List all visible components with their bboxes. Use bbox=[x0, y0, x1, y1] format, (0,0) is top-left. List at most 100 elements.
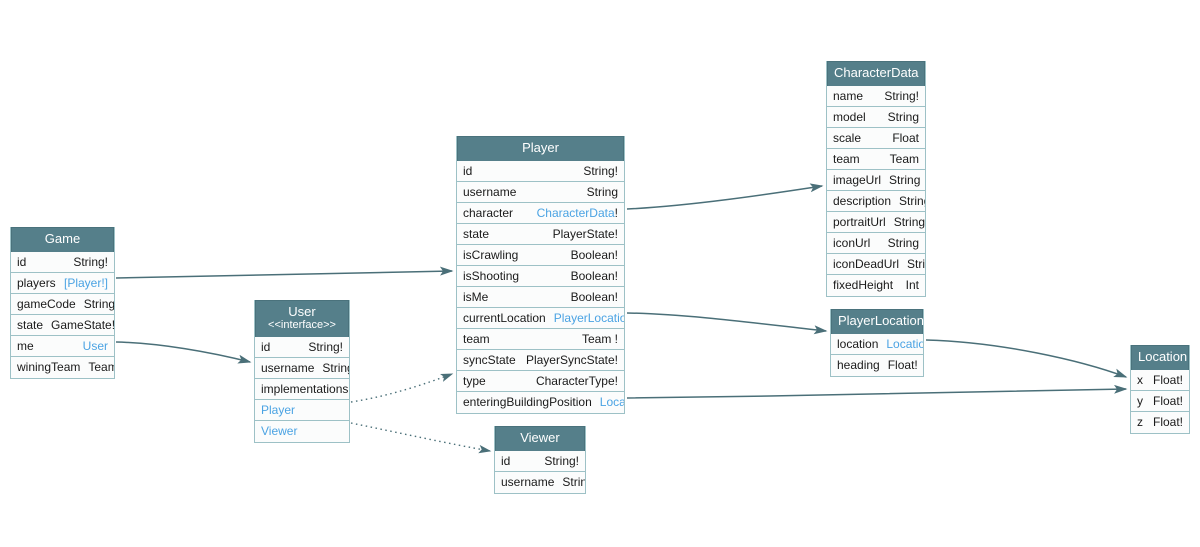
entity-name: User bbox=[288, 304, 316, 319]
field-name: state bbox=[17, 317, 44, 332]
field-row[interactable]: username String bbox=[495, 471, 585, 493]
field-name: y bbox=[1137, 393, 1143, 408]
field-type: String bbox=[562, 475, 585, 490]
entity-name: Game bbox=[44, 231, 81, 246]
field-row[interactable]: iconUrl String bbox=[827, 232, 925, 254]
field-type: Boolean! bbox=[570, 268, 618, 283]
field-name: imageUrl bbox=[833, 172, 882, 187]
edge-player-character-to-characterdata bbox=[626, 183, 824, 210]
field-type: String! bbox=[308, 339, 343, 354]
field-type: Location bbox=[599, 395, 624, 410]
field-name: fixedHeight bbox=[833, 278, 894, 293]
entity-stereotype: <<interface>> bbox=[268, 318, 336, 331]
field-type: Location! bbox=[886, 336, 923, 351]
field-type: String bbox=[887, 235, 919, 250]
implementation-row[interactable]: Viewer bbox=[255, 420, 349, 442]
field-type: String! bbox=[73, 254, 108, 269]
edge-playerlocation-location-to-location bbox=[925, 339, 1128, 378]
entity-title-user: User<<interface>> bbox=[255, 300, 349, 337]
implementations-header: implementations bbox=[255, 378, 349, 400]
field-name: username bbox=[261, 360, 315, 375]
entity-title-player: Player bbox=[457, 136, 624, 161]
field-type: GameState! bbox=[51, 317, 114, 332]
field-type: Team ! bbox=[581, 331, 618, 346]
field-type: Float! bbox=[887, 358, 918, 373]
field-name: username bbox=[463, 184, 517, 199]
field-type: CharacterType! bbox=[535, 373, 618, 388]
field-row[interactable]: model String bbox=[827, 106, 925, 128]
field-row[interactable]: heading Float! bbox=[831, 354, 923, 376]
implementation-row[interactable]: Player bbox=[255, 399, 349, 421]
entity-title-viewer: Viewer bbox=[495, 426, 585, 451]
entity-name: Viewer bbox=[520, 430, 560, 445]
field-type: String bbox=[907, 256, 925, 271]
field-row[interactable]: players[Player!] bbox=[11, 272, 114, 294]
entity-name: CharacterData bbox=[834, 65, 919, 80]
field-row[interactable]: id String! bbox=[255, 336, 349, 358]
field-type: String bbox=[899, 193, 925, 208]
field-row[interactable]: gameCodeString! bbox=[11, 293, 114, 315]
entity-user[interactable]: User<<interface>> id String! usernameString… bbox=[254, 300, 350, 443]
field-name: name bbox=[833, 88, 864, 103]
field-row[interactable]: state GameState! bbox=[11, 314, 114, 336]
field-name: model bbox=[833, 109, 866, 124]
field-name: location bbox=[837, 336, 879, 351]
field-name: state bbox=[463, 226, 490, 241]
implementation-link[interactable]: Player bbox=[261, 402, 296, 417]
field-type: Float! bbox=[1152, 372, 1183, 387]
field-name: isCrawling bbox=[463, 247, 519, 262]
field-row[interactable]: team Team ! bbox=[457, 328, 624, 350]
field-name: character bbox=[463, 205, 514, 220]
field-name: gameCode bbox=[17, 296, 76, 311]
edge-player-currentLocation-to-playerlocation bbox=[626, 312, 828, 335]
field-name: iconUrl bbox=[833, 235, 871, 250]
field-row[interactable]: location Location! bbox=[831, 333, 923, 355]
field-name: scale bbox=[833, 130, 862, 145]
field-name: id bbox=[463, 163, 473, 178]
entity-name: Player bbox=[522, 140, 559, 155]
field-name: username bbox=[501, 475, 555, 490]
field-row[interactable]: enteringBuildingPosition Location bbox=[457, 391, 624, 413]
entity-name: PlayerLocation bbox=[838, 313, 924, 328]
field-name: team bbox=[463, 331, 490, 346]
field-row[interactable]: currentLocationPlayerLocation! bbox=[457, 307, 624, 329]
implementation-link[interactable]: Viewer bbox=[261, 424, 298, 439]
field-name: enteringBuildingPosition bbox=[463, 395, 592, 410]
entity-playerlocation[interactable]: PlayerLocation location Location! heading Fl… bbox=[830, 309, 924, 377]
field-row[interactable]: iconDeadUrlString bbox=[827, 253, 925, 275]
field-name: id bbox=[261, 339, 271, 354]
field-type: Boolean! bbox=[570, 289, 618, 304]
field-row[interactable]: descriptionString bbox=[827, 190, 925, 212]
field-name: heading bbox=[837, 358, 880, 373]
field-type: String bbox=[887, 109, 919, 124]
